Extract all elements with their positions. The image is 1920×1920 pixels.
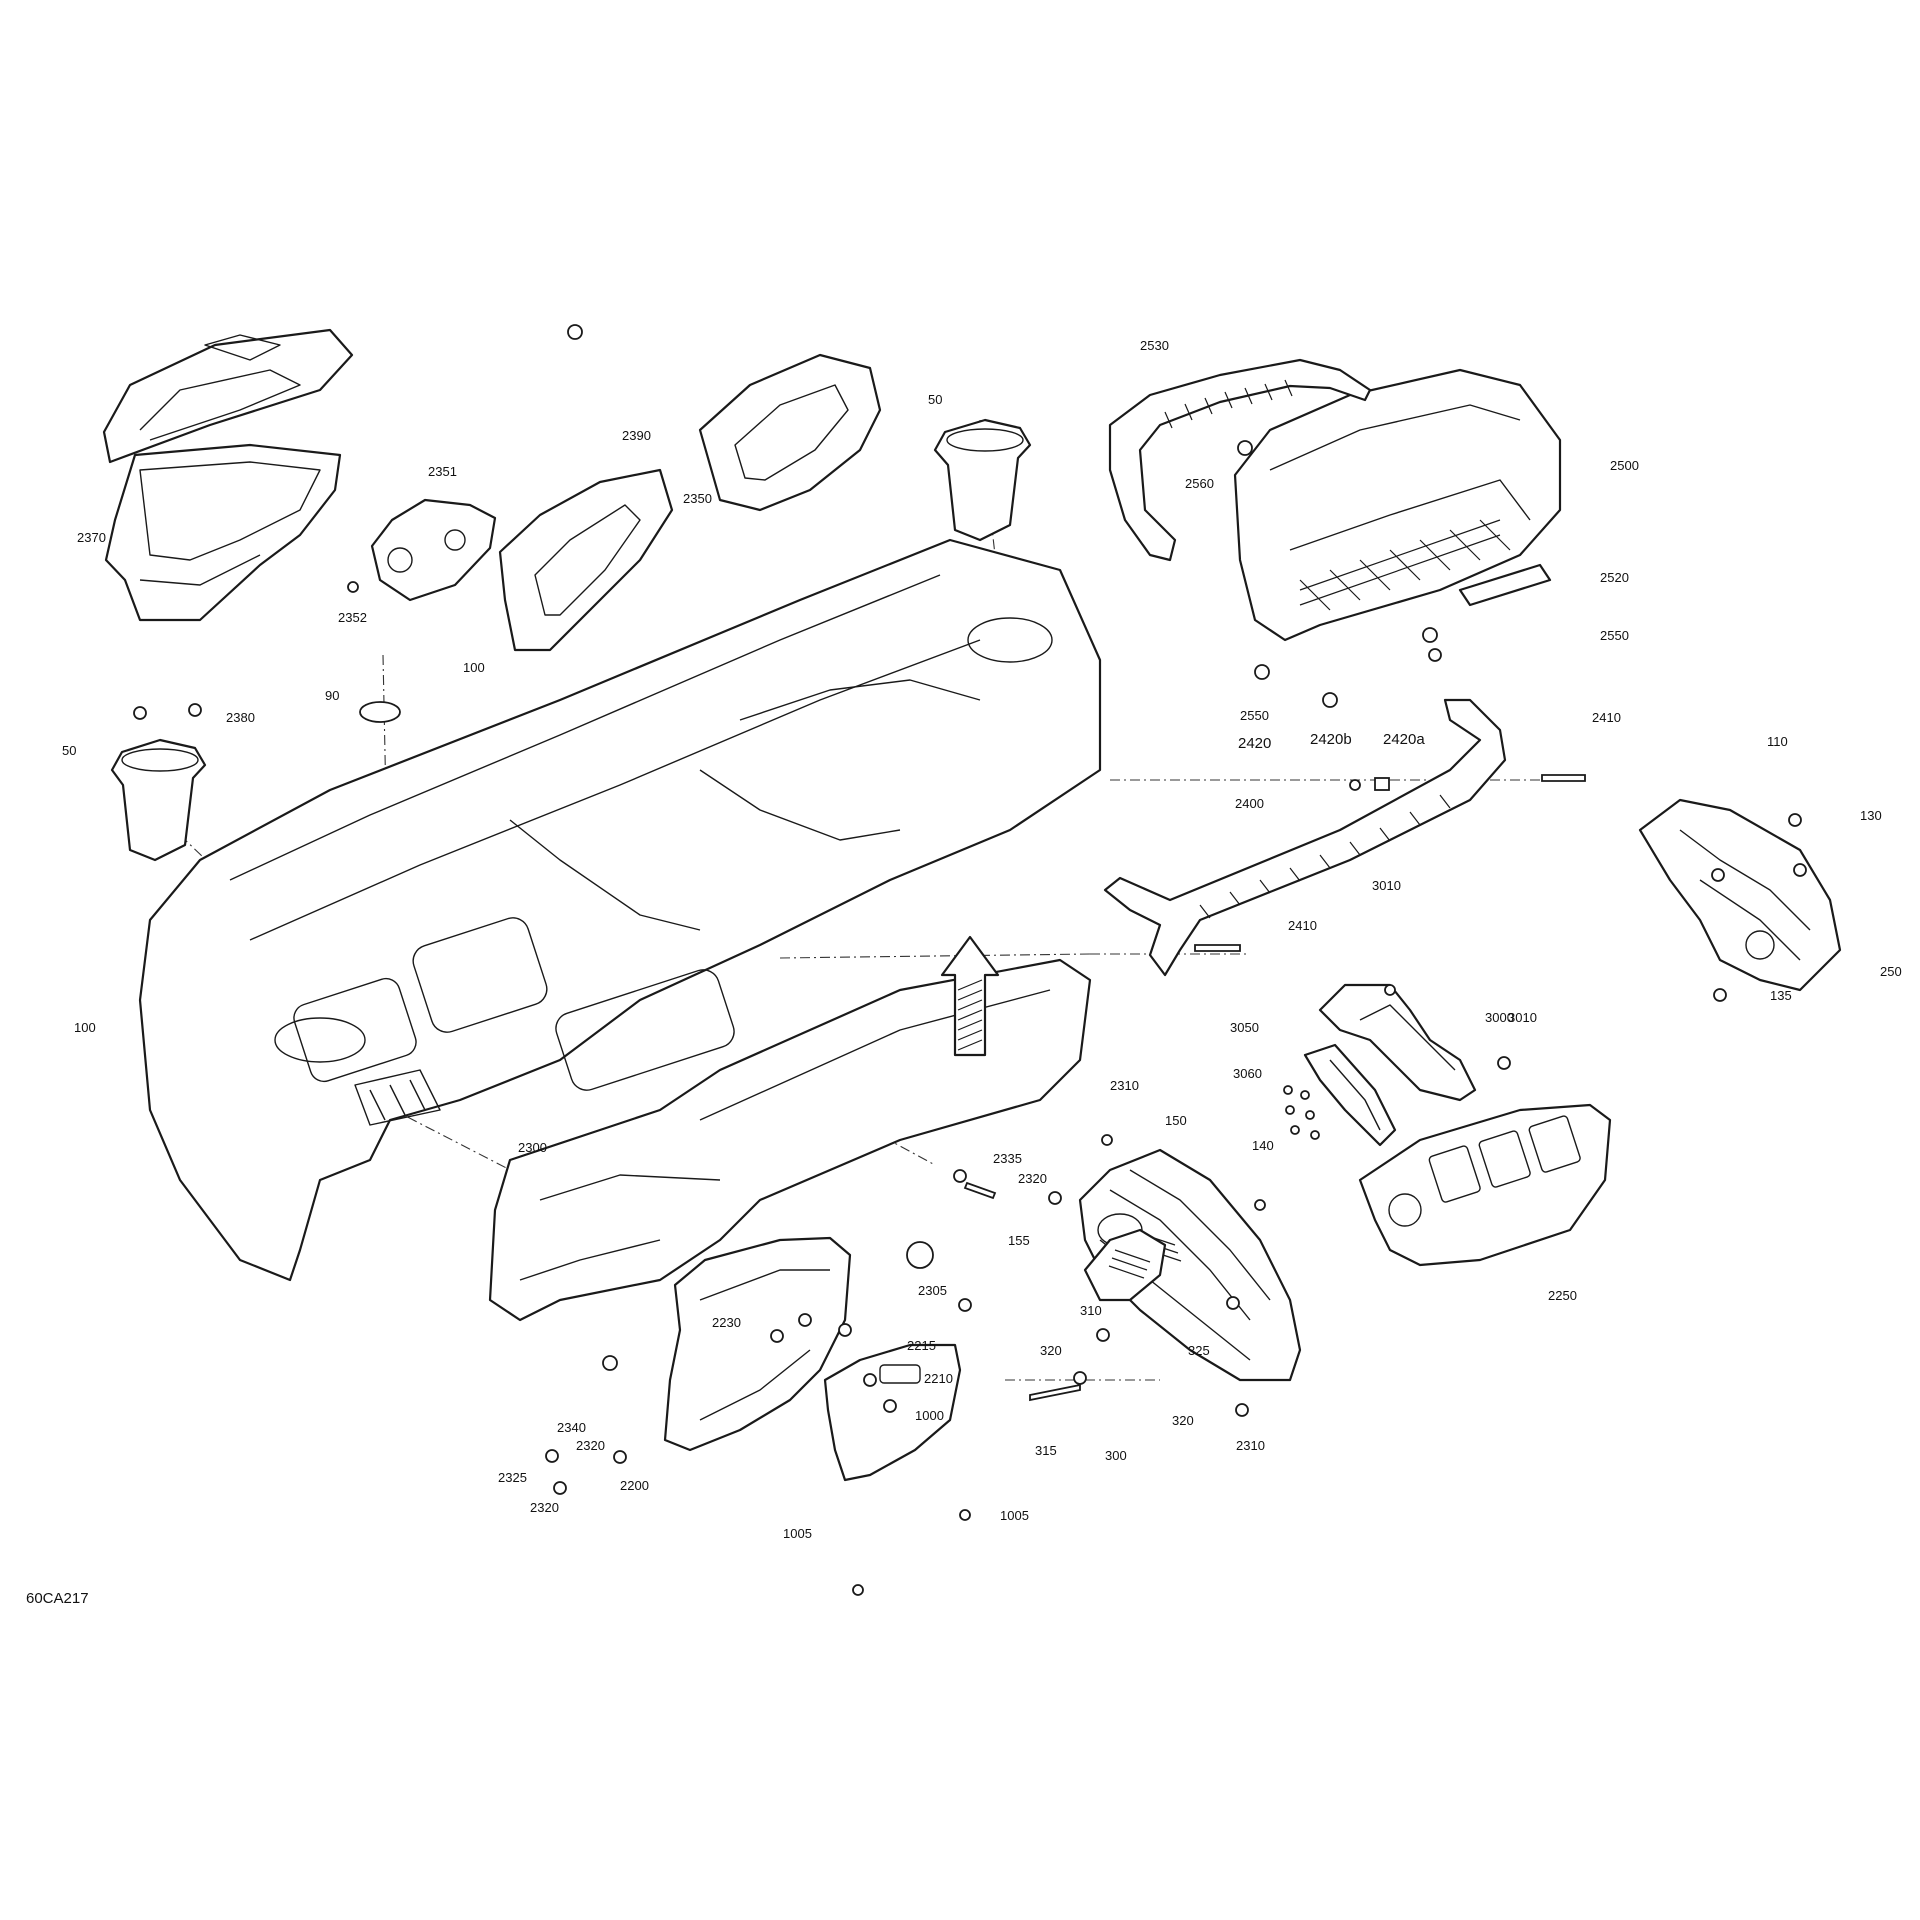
part-300-switch-assembly — [1083, 1228, 1167, 1302]
callout-310: 310 — [1080, 1303, 1102, 1318]
callout-2380: 2380 — [226, 710, 255, 725]
callout-2320-lower-mid: 2320 — [576, 1438, 605, 1453]
callout-155: 155 — [1008, 1233, 1030, 1248]
part-2520-strip — [1458, 563, 1552, 607]
callout-2335: 2335 — [993, 1151, 1022, 1166]
callout-2325: 2325 — [498, 1470, 527, 1485]
callout-50-left: 50 — [62, 743, 76, 758]
callout-100-top: 100 — [463, 660, 485, 675]
part-90-cap — [359, 701, 401, 723]
callout-2200: 2200 — [620, 1478, 649, 1493]
callout-2420a: 2420a — [1383, 731, 1425, 748]
callout-2550-right: 2550 — [1600, 628, 1629, 643]
callout-3060: 3060 — [1233, 1066, 1262, 1081]
callout-2215: 2215 — [907, 1338, 936, 1353]
callout-3050: 3050 — [1230, 1020, 1259, 1035]
callout-2310-lower: 2310 — [1236, 1438, 1265, 1453]
part-3050-plate — [1303, 1043, 1397, 1147]
callout-2410-lower: 2410 — [1288, 918, 1317, 933]
callout-50-upper: 50 — [928, 392, 942, 407]
callout-90: 90 — [325, 688, 339, 703]
part-50-cup-insert-upper — [933, 418, 1032, 542]
callout-315: 315 — [1035, 1443, 1057, 1458]
callout-320-left: 320 — [1040, 1343, 1062, 1358]
callout-1005-left: 1005 — [783, 1526, 812, 1541]
callout-2560: 2560 — [1185, 476, 1214, 491]
callout-labels: 2530 2560 2500 2520 2550 2550 50 2390 23… — [26, 338, 1902, 1607]
part-3000-bracket — [1318, 983, 1477, 1102]
callout-2305: 2305 — [918, 1283, 947, 1298]
part-2250-vent-panel — [1358, 1103, 1612, 1267]
fasteners — [133, 324, 1807, 1596]
part-250-side-panel — [1638, 798, 1842, 992]
part-100-dashboard — [138, 538, 1102, 1282]
part-2300-glove-box — [488, 958, 1092, 1322]
part-2400-cross-bar — [1103, 698, 1507, 977]
callout-1000: 1000 — [915, 1408, 944, 1423]
callout-2320-mid: 2320 — [1018, 1171, 1047, 1186]
callout-2420b: 2420b — [1310, 731, 1352, 748]
callout-2320-bottom: 2320 — [530, 1500, 559, 1515]
callout-2352: 2352 — [338, 610, 367, 625]
callout-3010-right: 3010 — [1508, 1010, 1537, 1025]
callout-300: 300 — [1105, 1448, 1127, 1463]
callout-2370: 2370 — [77, 530, 106, 545]
callout-110: 110 — [1767, 734, 1788, 749]
part-50-cup-insert-left — [110, 738, 207, 862]
callout-2420: 2420 — [1238, 735, 1271, 752]
callout-2300: 2300 — [518, 1140, 547, 1155]
callout-130: 130 — [1860, 808, 1882, 823]
callout-1005-right: 1005 — [1000, 1508, 1029, 1523]
callout-2250: 2250 — [1548, 1288, 1577, 1303]
part-2500-storage-box — [1233, 368, 1562, 642]
callout-2520: 2520 — [1600, 570, 1629, 585]
callout-320-right: 320 — [1172, 1413, 1194, 1428]
callout-2390: 2390 — [622, 428, 651, 443]
part-2370-storage-bin — [102, 328, 354, 622]
callout-2350: 2350 — [683, 491, 712, 506]
callout-2410-right: 2410 — [1592, 710, 1621, 725]
callout-2550-left: 2550 — [1240, 708, 1269, 723]
callout-2340: 2340 — [557, 1420, 586, 1435]
callout-2230: 2230 — [712, 1315, 741, 1330]
diagram-code: 60CA217 — [26, 1590, 89, 1607]
callout-150: 150 — [1165, 1113, 1187, 1128]
callout-2530: 2530 — [1140, 338, 1169, 353]
callout-325: 325 — [1188, 1343, 1210, 1358]
callout-2310-upper: 2310 — [1110, 1078, 1139, 1093]
part-2350-cluster-bezel — [498, 353, 882, 652]
callout-2400: 2400 — [1235, 796, 1264, 811]
callout-2210: 2210 — [924, 1371, 953, 1386]
callout-2351: 2351 — [428, 464, 457, 479]
part-2351-bracket — [370, 498, 497, 602]
callout-140: 140 — [1252, 1138, 1274, 1153]
part-2200-lower-panel — [663, 1236, 852, 1452]
callout-100-left: 100 — [74, 1020, 96, 1035]
callout-135: 135 — [1770, 988, 1792, 1003]
part-1000-knee-cover — [823, 1343, 962, 1482]
up-arrow-icon — [940, 935, 1000, 1057]
callout-2500: 2500 — [1610, 458, 1639, 473]
callout-250: 250 — [1880, 964, 1902, 979]
callout-3010-top: 3010 — [1372, 878, 1401, 893]
part-2530-grab-handle — [1108, 358, 1372, 562]
callout-3000: 3000 — [1485, 1010, 1514, 1025]
